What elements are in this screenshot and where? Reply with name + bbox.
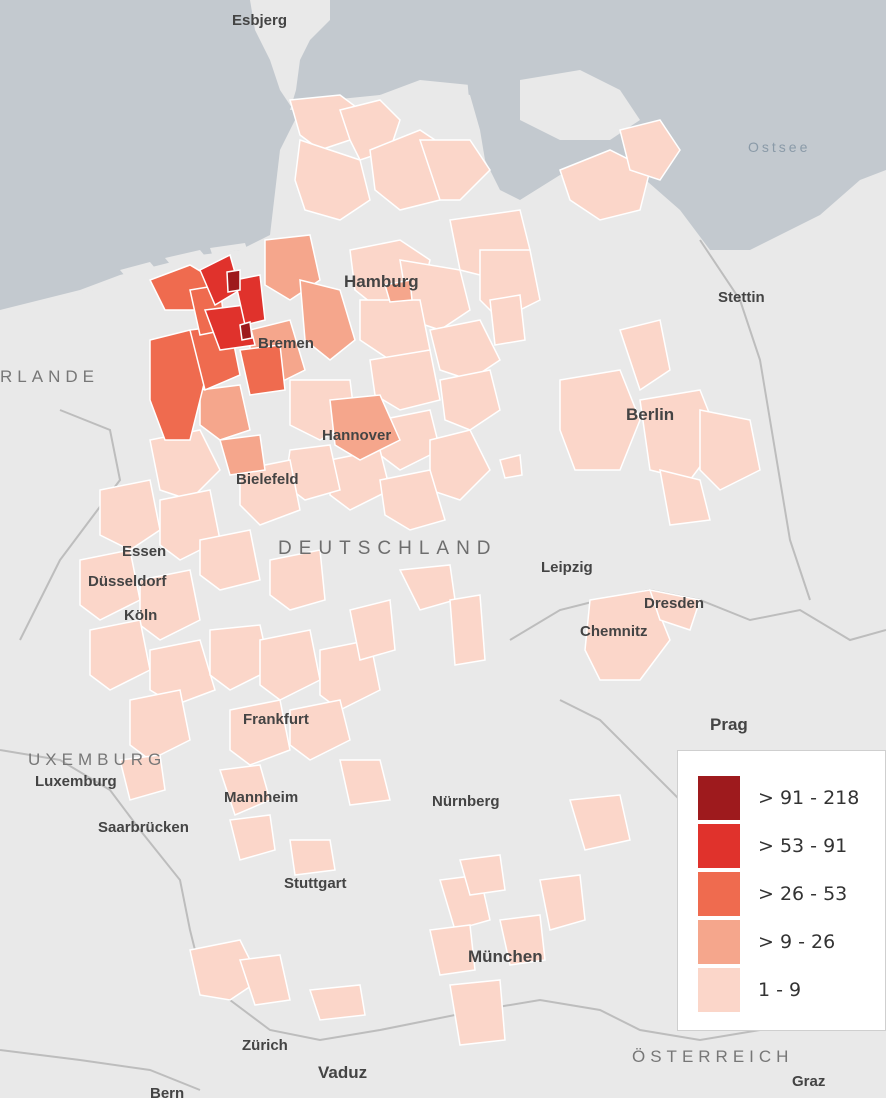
label-duesseldorf: Düsseldorf bbox=[88, 573, 167, 590]
label-bielefeld: Bielefeld bbox=[236, 471, 299, 488]
label-chemnitz: Chemnitz bbox=[580, 623, 648, 640]
baltic-sea-water bbox=[460, 0, 886, 250]
legend-swatch bbox=[698, 872, 740, 916]
label-stettin: Stettin bbox=[718, 289, 765, 306]
label-mannheim: Mannheim bbox=[224, 789, 298, 806]
label-niederlande: RLANDE bbox=[0, 367, 99, 386]
label-hamburg: Hamburg bbox=[344, 272, 419, 291]
label-zuerich: Zürich bbox=[242, 1037, 288, 1054]
label-frankfurt: Frankfurt bbox=[243, 711, 309, 728]
legend-label: > 91 - 218 bbox=[758, 787, 860, 809]
north-sea-water bbox=[0, 0, 620, 310]
label-bern: Bern bbox=[150, 1085, 184, 1098]
legend: > 91 - 218 > 53 - 91 > 26 - 53 > 9 - 26 … bbox=[677, 750, 886, 1031]
legend-item: > 26 - 53 bbox=[698, 872, 847, 916]
legend-label: > 9 - 26 bbox=[758, 931, 836, 953]
label-saarbruecken: Saarbrücken bbox=[98, 819, 189, 836]
map-labels: Esbjerg Hamburg Bremen Stettin Berlin Ha… bbox=[0, 12, 825, 1098]
label-stuttgart: Stuttgart bbox=[284, 875, 347, 892]
legend-item: > 9 - 26 bbox=[698, 920, 835, 964]
label-essen: Essen bbox=[122, 543, 166, 560]
label-prag: Prag bbox=[710, 715, 748, 734]
label-graz: Graz bbox=[792, 1073, 825, 1090]
label-leipzig: Leipzig bbox=[541, 559, 593, 576]
label-luxemburg: Luxemburg bbox=[35, 773, 117, 790]
legend-swatch bbox=[698, 968, 740, 1012]
legend-swatch bbox=[698, 920, 740, 964]
label-deutschland: DEUTSCHLAND bbox=[278, 538, 498, 559]
legend-label: 1 - 9 bbox=[758, 979, 802, 1001]
label-esbjerg: Esbjerg bbox=[232, 12, 287, 29]
label-vaduz: Vaduz bbox=[318, 1063, 367, 1082]
label-luxemburg-country: UXEMBURG bbox=[28, 750, 166, 769]
label-bremen: Bremen bbox=[258, 335, 314, 352]
label-berlin: Berlin bbox=[626, 405, 674, 424]
label-koeln: Köln bbox=[124, 607, 157, 624]
label-ostsee: Ostsee bbox=[748, 139, 810, 155]
regions-91-218 bbox=[226, 269, 253, 341]
netherlands-land bbox=[0, 280, 160, 440]
label-nuernberg: Nürnberg bbox=[432, 793, 500, 810]
regions[interactable] bbox=[79, 94, 761, 1046]
legend-item: > 53 - 91 bbox=[698, 824, 847, 868]
label-hannover: Hannover bbox=[322, 427, 391, 444]
legend-item: > 91 - 218 bbox=[698, 776, 859, 820]
legend-swatch bbox=[698, 776, 740, 820]
legend-label: > 26 - 53 bbox=[758, 883, 848, 905]
legend-label: > 53 - 91 bbox=[758, 835, 848, 857]
legend-item: 1 - 9 bbox=[698, 968, 801, 1012]
legend-swatch bbox=[698, 824, 740, 868]
danish-island bbox=[520, 70, 640, 140]
frisian-islands bbox=[120, 243, 247, 276]
regions-53-91 bbox=[199, 253, 266, 351]
label-muenchen: München bbox=[468, 947, 543, 966]
label-oesterreich: ÖSTERREICH bbox=[632, 1047, 793, 1066]
label-dresden: Dresden bbox=[644, 595, 704, 612]
